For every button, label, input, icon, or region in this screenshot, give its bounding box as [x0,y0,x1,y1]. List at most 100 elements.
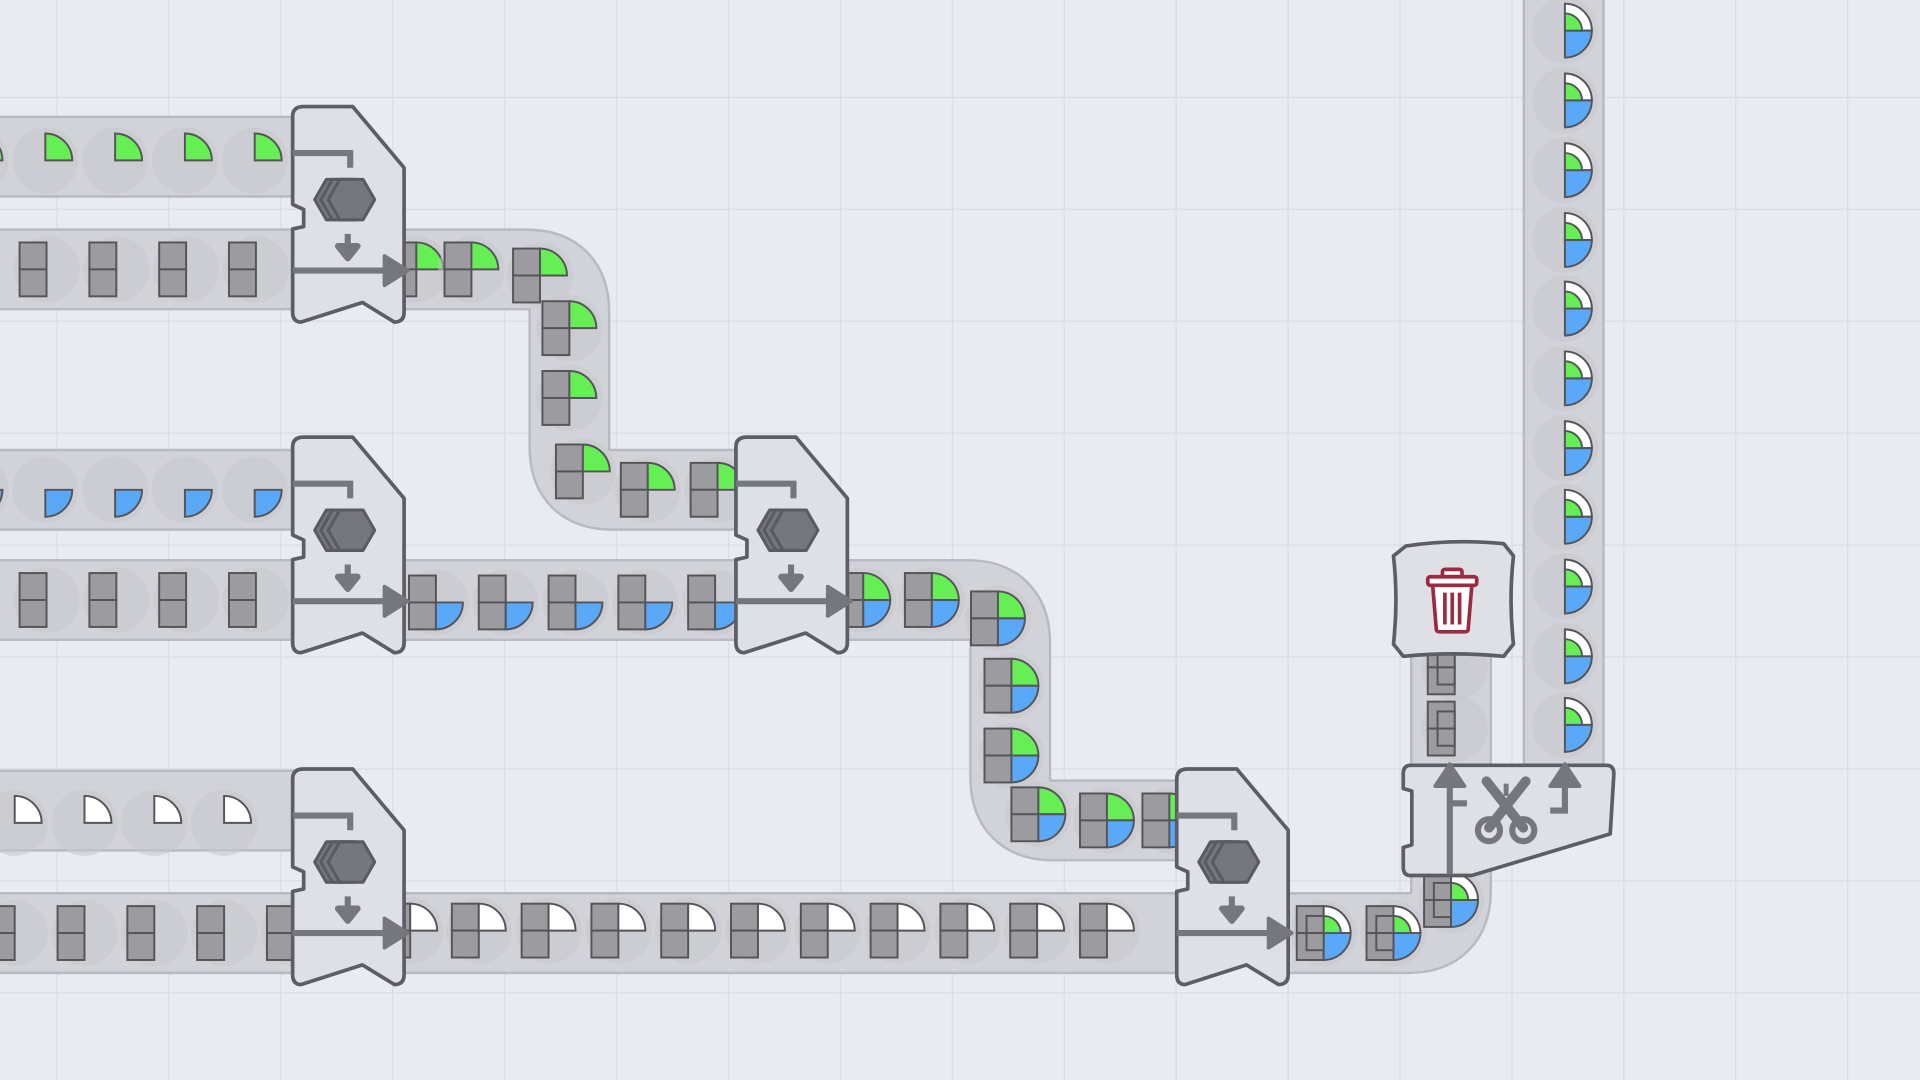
stacker-hexagon-icon [313,840,377,884]
shape-quadrant [554,443,584,473]
belt-item-gray_green [506,242,574,309]
belt-item-right_half_stack [1531,67,1598,134]
belt-item-right_half_stack [1531,137,1598,204]
belt-item-gray_white [655,897,722,964]
belt-item-right_half_stack [1531,415,1598,482]
shape-quadrant [56,905,86,935]
shape-quadrant [1010,813,1040,843]
shape-quadrant [265,932,295,961]
shape-quadrant [1305,914,1325,935]
shape-quadrant [1141,819,1171,849]
shape-quadrant [1141,792,1171,822]
stacker-4[interactable] [290,767,410,987]
shape-quadrant [443,241,473,271]
shape-quadrant [1375,914,1395,935]
shape-quadrant [574,601,604,631]
shape-quadrant [1305,932,1325,952]
shape-quadrant [1450,899,1479,928]
shape-quadrant [520,902,550,932]
shape-quadrant [520,929,550,959]
output-arrow-icon [1266,916,1294,950]
belt-item-gray_white [934,897,1001,964]
shape-quadrant [1037,786,1067,816]
shape-quadrant [477,601,507,631]
cutter[interactable] [1401,762,1616,878]
shape-quadrant [1392,932,1422,961]
belt-item-gray_green [438,236,505,303]
shape-quadrant [88,572,118,601]
shape-quadrant [983,684,1013,714]
shape-quadrant [1436,710,1456,730]
trash[interactable] [1391,539,1516,659]
shape-quadrant [228,241,257,271]
shape-quadrant [44,132,74,162]
shape-quadrant [983,727,1013,757]
belt-item-gray_green [536,364,603,432]
shape-quadrant [541,300,571,330]
shape-quadrant [1322,932,1352,961]
shape-quadrant [1010,684,1040,714]
cutter-body [1401,763,1616,878]
shape-quadrant [228,599,257,628]
belt-item-full_stack [1417,866,1485,934]
belt-item-green_quarter [12,127,79,194]
belt-item-right_half_stack [1531,623,1598,690]
stacker-2[interactable] [290,435,410,655]
shape-quadrant [450,929,480,959]
shape-quadrant [88,268,118,298]
shape-quadrant [450,902,480,932]
stacker-hexagon-icon [313,177,377,222]
shape-quadrant [443,268,473,298]
stacker-5[interactable] [1174,767,1294,987]
belt-item-gray_green_blue [1005,781,1072,848]
shape-quadrant [1009,929,1039,959]
shape-quadrant [470,241,500,271]
belt-item-gray_half [191,900,258,967]
shape-quadrant [56,932,86,961]
shape-quadrant [83,794,113,824]
output-arrow-icon [382,916,410,950]
input-arrow-icon [292,150,354,168]
shape-quadrant [687,902,717,932]
scissors-icon [1474,776,1538,845]
shape-quadrant [862,599,892,628]
shape-quadrant [1563,515,1593,545]
output-arrow-icon [382,254,410,288]
shape-quadrant [590,902,620,932]
shape-quadrant [660,902,690,932]
belt-item-right_half_stack [1531,345,1598,412]
belt-item-blue_quarter [12,456,79,523]
shape-quadrant [646,461,676,491]
shape-quadrant [0,905,16,935]
shape-quadrant [504,601,534,631]
stacker-3[interactable] [734,435,853,655]
shape-quadrant [1432,899,1453,919]
shape-quadrant [158,572,188,601]
shape-quadrant [996,590,1026,620]
shape-quadrant [1392,914,1412,935]
belt-item-right_half_stack [1531,553,1598,620]
shape-quadrant [228,268,257,298]
shape-quadrant [581,443,611,473]
belt-item-full_stack [1360,900,1427,967]
shape-quadrant [1563,498,1584,518]
shape-quadrant [1105,792,1135,822]
shape-quadrant [196,905,226,935]
shape-quadrant [265,905,295,935]
belt-item-green_quarter [221,127,288,194]
stacker-1[interactable] [290,104,410,324]
shape-quadrant [1563,99,1593,129]
shape-quadrant [547,574,577,604]
shape-quadrant [687,574,717,604]
shape-quadrant [541,396,571,426]
items-layer [0,0,1598,967]
belt-item-gray_half [13,236,80,303]
belt-item-gray_half [153,236,220,303]
shape-quadrant [903,572,933,601]
shape-quadrant [1010,657,1040,687]
shape-quadrant [568,370,598,399]
belt-item-white_quarter [121,789,188,856]
shape-quadrant [1010,786,1040,816]
shape-quadrant [1563,447,1593,477]
